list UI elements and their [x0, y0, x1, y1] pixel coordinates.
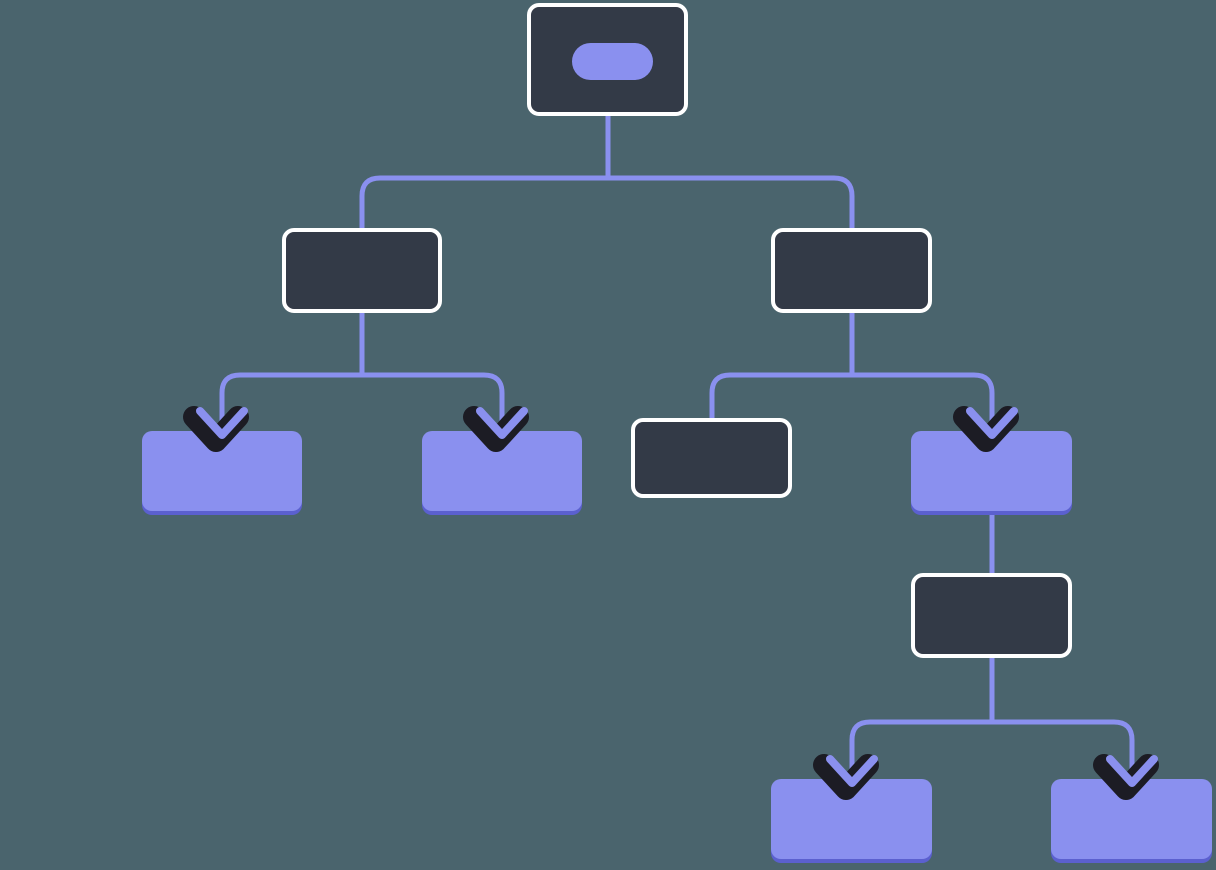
node-level2-dark[interactable]	[631, 418, 792, 498]
edge-n2-n4	[219, 372, 365, 437]
node-level1-right[interactable]	[771, 228, 932, 313]
node-level1-left[interactable]	[282, 228, 442, 313]
edge-n8-n10	[989, 719, 1135, 785]
node-level3-dark[interactable]	[911, 573, 1072, 658]
node-level2-purple[interactable]	[911, 431, 1072, 511]
edge-n2-n5	[359, 372, 505, 437]
edge-n8-n9	[849, 719, 995, 785]
edge-n3-n7	[849, 372, 995, 437]
node-leaf-2[interactable]	[422, 431, 582, 511]
root-node-marker	[572, 43, 653, 80]
node-leaf-4[interactable]	[1051, 779, 1212, 859]
edge-n3-n6	[709, 372, 855, 421]
edge-n1-n2	[359, 175, 611, 231]
node-root[interactable]	[527, 3, 688, 116]
node-leaf-3[interactable]	[771, 779, 932, 859]
node-leaf-1[interactable]	[142, 431, 302, 511]
edge-n1-n3	[605, 175, 855, 231]
